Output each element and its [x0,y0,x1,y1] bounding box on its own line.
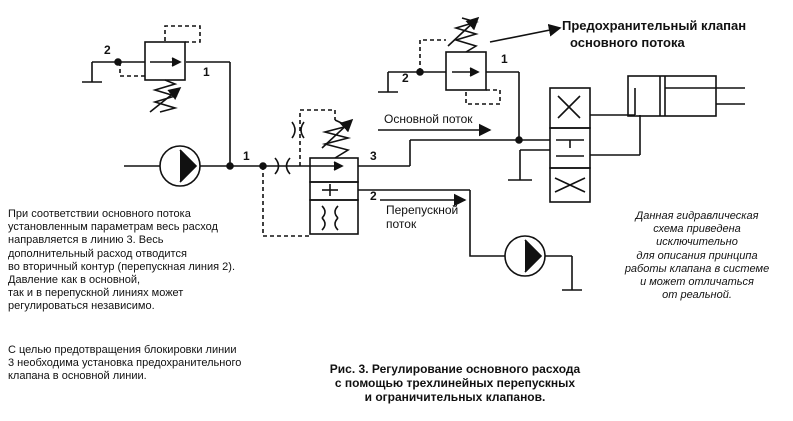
caption-line: Рис. 3. Регулирование основного расхода [329,362,581,376]
bypass-flow-label-line2: поток [386,217,417,231]
figure-caption: Рис. 3. Регулирование основного расхода … [300,362,610,404]
disclaimer-line: и может отличаться [640,276,754,289]
disclaimer-line: от реальной. [662,289,732,302]
note-text: С целью предотвращения блокировки линии … [8,344,241,384]
secondary-pump-symbol [504,235,582,291]
line-label-1-relief: 1 [501,52,508,66]
line-label-2-bypass: 2 [370,189,377,203]
line-label-3: 3 [370,149,377,163]
disclaimer-line: Данная гидравлическая [635,210,759,222]
hydraulic-cylinder [627,75,745,117]
caption-line: и ограничительных клапанов. [364,390,546,404]
note-line: 3 необходима установка предохранительног… [8,357,242,370]
note-line: клапана в основной линии. [8,370,147,383]
line-label-1-top: 1 [203,65,210,79]
three-way-flow-valve [262,109,359,237]
junction-dot [114,58,122,66]
description-line: направляется в линию 3. Весь [8,234,164,247]
relief-valve-title-line1: Предохранительный клапан [562,18,746,33]
description-text: При соответствии основного потока устано… [8,208,235,314]
relief-valve-title-line2: основного потока [570,35,685,50]
main-flow-relief-valve [378,16,562,140]
top-relief-valve [82,25,231,166]
disclaimer-line: схема приведена [653,223,741,236]
disclaimer-line: исключительно [656,236,738,249]
description-line: во вторичный контур (перепускная линия 2… [8,260,235,273]
disclaimer-line: для описания принципа [636,249,758,262]
description-line: установленным параметрам весь расход [8,221,218,234]
note-line: С целью предотвращения блокировки линии [8,344,237,356]
junction-dot [226,162,234,170]
line-label-2-top: 2 [104,43,111,57]
main-pump-symbol [159,145,201,187]
description-line: регулироваться независимо. [8,300,155,313]
disclaimer-text: Данная гидравлическая схема приведена ис… [612,210,782,302]
description-line: так и в перепускной линиях может [8,287,184,300]
description-line: При соответствии основного потока [8,208,191,220]
bypass-line [469,190,505,257]
line-label-1-main: 1 [243,149,250,163]
main-flow-label: Основной поток [384,112,473,126]
junction-dot [416,68,424,76]
disclaimer-line: работы клапана в системе [624,262,770,275]
directional-valve [508,87,641,203]
description-line: дополнительный расход отводится [8,247,187,260]
caption-line: с помощью трехлинейных перепускных [334,376,576,390]
bypass-flow-label-line1: Перепускной [386,203,458,217]
line-label-2-relief: 2 [402,71,409,85]
description-line: Давление как в основной, [8,274,141,287]
